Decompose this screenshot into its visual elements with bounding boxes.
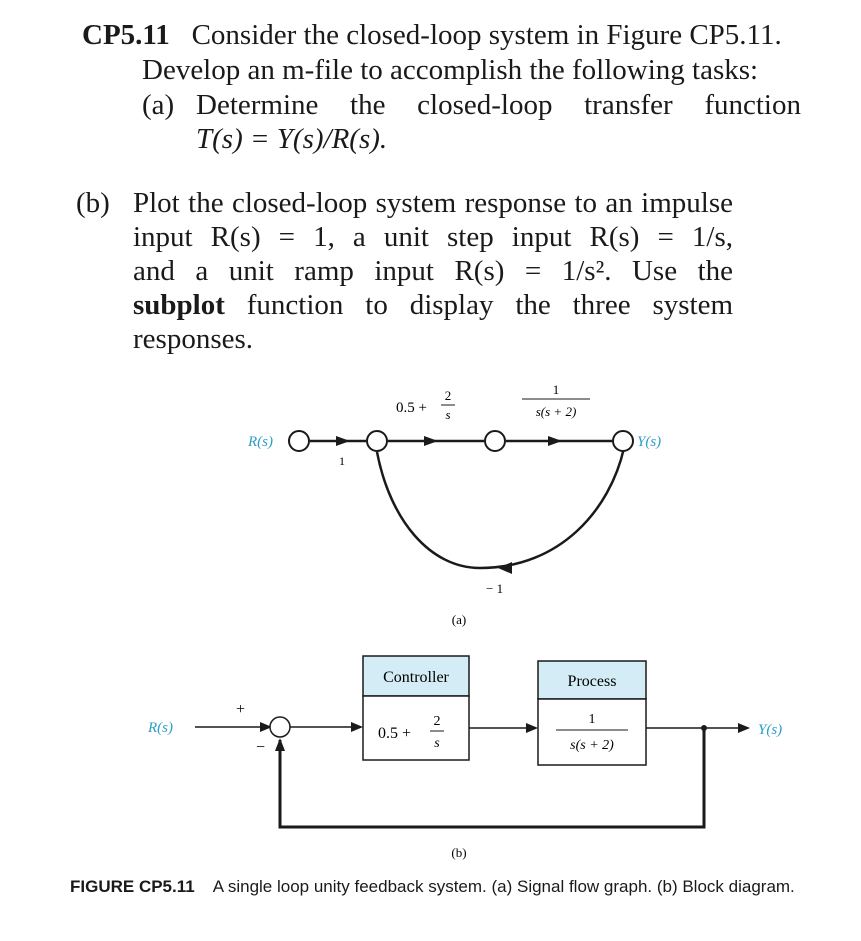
sfg-input-label: R(s) [247,434,273,450]
sfg-arrow-input [336,436,350,446]
bd-minus-sign: − [256,739,265,756]
sfg-gain-input: 1 [339,454,345,468]
sfg-controller-num: 2 [445,388,452,403]
bd-process-body [537,698,647,766]
sfg-feedback-branch [375,447,626,570]
bd-process-num: 1 [589,712,596,727]
bd-controller-body [362,695,470,761]
part-a-label: (a) [142,89,175,121]
sfg-arrow-feedback [498,562,512,574]
sfg-arrow-process [548,436,562,446]
problem-intro-line2: Develop an m-file to accomplish the foll… [142,54,759,86]
bd-feedback-path [278,728,706,829]
figure-caption: FIGURE CP5.11 A single loop unity feedbac… [70,877,795,897]
sfg-controller-lead: 0.5 + [396,400,427,416]
bd-process-title: Process [568,673,617,690]
bd-process-header [537,660,647,700]
sfg-sublabel: (a) [452,612,466,627]
bd-input-label: R(s) [147,720,173,736]
bd-output-label: Y(s) [758,722,782,738]
bd-feedback-arrowhead [275,738,285,751]
sfg-node-input [288,430,310,452]
sfg-feedback-gain: − 1 [486,581,503,596]
subplot-keyword: subplot [133,289,225,321]
bd-process-den: s(s + 2) [570,738,614,753]
part-b-line1: Plot the closed-loop system response to … [133,187,733,219]
bd-controller-header [362,655,470,697]
sfg-output-label: Y(s) [637,434,661,450]
part-b-line3: and a unit ramp input R(s) = 1/s². Use t… [133,255,733,287]
problem-intro-line1: CP5.11 Consider the closed-loop system i… [82,19,782,51]
problem-intro-text1: Consider the closed-loop system in Figur… [191,19,782,51]
part-a-line2: T(s) = Y(s)/R(s). [196,123,388,155]
bd-controller-lead: 0.5 + [378,725,411,742]
sfg-controller-den: s [445,407,450,422]
sfg-node-output [612,430,634,452]
block-diagram: R(s) + − Controller 0.5 + 2 s Process 1 … [147,655,782,860]
bd-controller-num: 2 [434,714,441,729]
bd-controller-den: s [434,736,440,751]
sfg-process-den: s(s + 2) [536,404,577,419]
sfg-arrow-controller [424,436,438,446]
part-b-line4: subplot function to display the three sy… [133,289,734,321]
caption-text: A single loop unity feedback system. (a)… [212,877,795,896]
part-b-line5: responses. [133,323,254,355]
sfg-process-num: 1 [553,382,560,397]
bd-controller-title: Controller [383,669,449,686]
bd-sublabel: (b) [451,845,466,860]
caption-label: FIGURE CP5.11 [70,877,195,896]
sfg-node-2 [484,430,506,452]
part-a-line1: Determine the closed-loop transfer funct… [196,89,801,121]
part-b-line2: input R(s) = 1, a unit step input R(s) =… [133,221,733,253]
sfg-node-1 [366,430,388,452]
problem-id: CP5.11 [82,19,170,51]
bd-summing-junction [269,716,291,738]
part-b-label: (b) [76,187,110,219]
bd-plus-sign: + [236,701,245,718]
signal-flow-graph: R(s) 1 0.5 + 2 s 1 s(s + 2) − 1 Y(s) (a) [247,382,661,627]
